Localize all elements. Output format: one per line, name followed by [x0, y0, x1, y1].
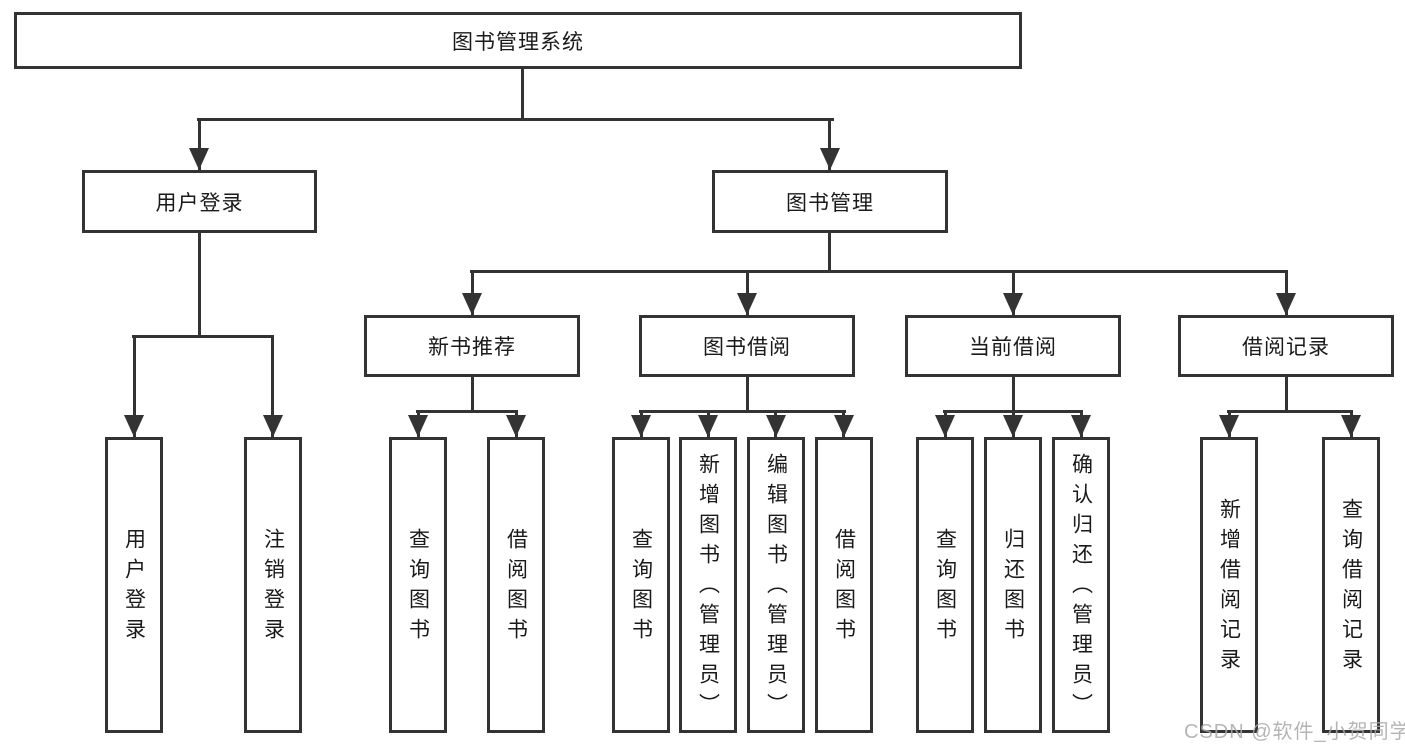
- connector-root-bus: [197, 118, 834, 121]
- leaf-label: 查询图书: [629, 528, 653, 648]
- arrow-down-icon: [935, 415, 955, 437]
- arrow-down-icon: [1003, 293, 1023, 315]
- connector-drop-leaf: [271, 335, 274, 437]
- connector-user-login-stub: [198, 233, 201, 337]
- leaf-logout: 注销登录: [244, 437, 302, 733]
- arrow-down-icon: [820, 148, 840, 170]
- leaf-borrow-books-recommend: 借阅图书: [487, 437, 545, 733]
- connector-stub: [746, 377, 749, 413]
- node-label: 借阅记录: [1242, 336, 1330, 359]
- leaf-label: 新增借阅记录: [1217, 498, 1241, 678]
- arrow-down-icon: [737, 293, 757, 315]
- leaf-label: 新增图书（管理员）: [696, 453, 720, 723]
- arrow-down-icon: [408, 415, 428, 437]
- arrow-down-icon: [631, 415, 651, 437]
- connector-root-stub: [521, 69, 524, 121]
- leaf-confirm-return-admin: 确认归还（管理员）: [1052, 437, 1110, 733]
- connector-drop-module: [1012, 270, 1015, 315]
- connector-bus: [639, 410, 846, 413]
- leaf-label: 借阅图书: [832, 528, 856, 648]
- connector-drop-book-management: [828, 118, 831, 170]
- node-book-management: 图书管理: [712, 170, 948, 233]
- leaf-edit-book-admin: 编辑图书（管理员）: [747, 437, 805, 733]
- connector-drop-user-login: [198, 118, 201, 170]
- node-borrowing-records: 借阅记录: [1178, 315, 1394, 377]
- leaf-label: 查询图书: [933, 528, 957, 648]
- arrow-down-icon: [189, 148, 209, 170]
- node-library-management-system: 图书管理系统: [14, 12, 1022, 69]
- node-current-borrowing: 当前借阅: [905, 315, 1121, 377]
- leaf-query-books: 查询图书: [612, 437, 670, 733]
- arrow-down-icon: [698, 415, 718, 437]
- leaf-label: 借阅图书: [504, 528, 528, 648]
- connector-level3-bus: [470, 270, 1288, 273]
- node-book-borrowing: 图书借阅: [639, 315, 855, 377]
- arrow-down-icon: [263, 415, 283, 437]
- node-label: 当前借阅: [969, 336, 1057, 359]
- leaf-borrow-book: 借阅图书: [815, 437, 873, 733]
- node-new-book-recommendation: 新书推荐: [364, 315, 580, 377]
- arrow-down-icon: [766, 415, 786, 437]
- arrow-down-icon: [834, 415, 854, 437]
- connector-user-login-bus: [132, 335, 274, 338]
- leaf-label: 用户登录: [122, 528, 146, 648]
- connector-stub: [471, 377, 474, 413]
- leaf-label: 编辑图书（管理员）: [764, 453, 788, 723]
- connector-bus: [1227, 410, 1353, 413]
- leaf-query-books-recommend: 查询图书: [389, 437, 447, 733]
- arrow-down-icon: [1276, 293, 1296, 315]
- leaf-label: 查询借阅记录: [1339, 498, 1363, 678]
- leaf-label: 归还图书: [1001, 528, 1025, 648]
- connector-stub: [1012, 377, 1015, 413]
- node-label: 图书管理: [786, 191, 874, 215]
- leaf-query-books-current: 查询图书: [916, 437, 974, 733]
- leaf-label: 注销登录: [261, 528, 285, 648]
- node-user-login: 用户登录: [82, 170, 317, 233]
- arrow-down-icon: [506, 415, 526, 437]
- csdn-watermark: CSDN @软件_小贺同学: [1184, 721, 1405, 743]
- node-label: 用户登录: [155, 191, 244, 215]
- leaf-label: 确认归还（管理员）: [1069, 453, 1093, 723]
- arrow-down-icon: [1003, 415, 1023, 437]
- connector-drop-module: [746, 270, 749, 315]
- node-label: 新书推荐: [428, 336, 516, 359]
- arrow-down-icon: [462, 293, 482, 315]
- leaf-label: 查询图书: [406, 528, 430, 648]
- arrow-down-icon: [1071, 415, 1091, 437]
- connector-drop-leaf: [133, 335, 136, 437]
- connector-drop-module: [1285, 270, 1288, 315]
- leaf-add-book-admin: 新增图书（管理员）: [679, 437, 737, 733]
- connector-book-management-stub: [828, 233, 831, 273]
- connector-bus: [416, 410, 518, 413]
- node-label: 图书管理系统: [452, 30, 584, 54]
- leaf-return-book: 归还图书: [984, 437, 1042, 733]
- node-label: 图书借阅: [703, 336, 791, 359]
- connector-stub: [1285, 377, 1288, 413]
- leaf-query-borrow-record: 查询借阅记录: [1322, 437, 1380, 733]
- leaf-user-login: 用户登录: [105, 437, 163, 733]
- arrow-down-icon: [124, 415, 144, 437]
- leaf-add-borrow-record: 新增借阅记录: [1200, 437, 1258, 733]
- arrow-down-icon: [1341, 415, 1361, 437]
- connector-drop-module: [471, 270, 474, 315]
- arrow-down-icon: [1219, 415, 1239, 437]
